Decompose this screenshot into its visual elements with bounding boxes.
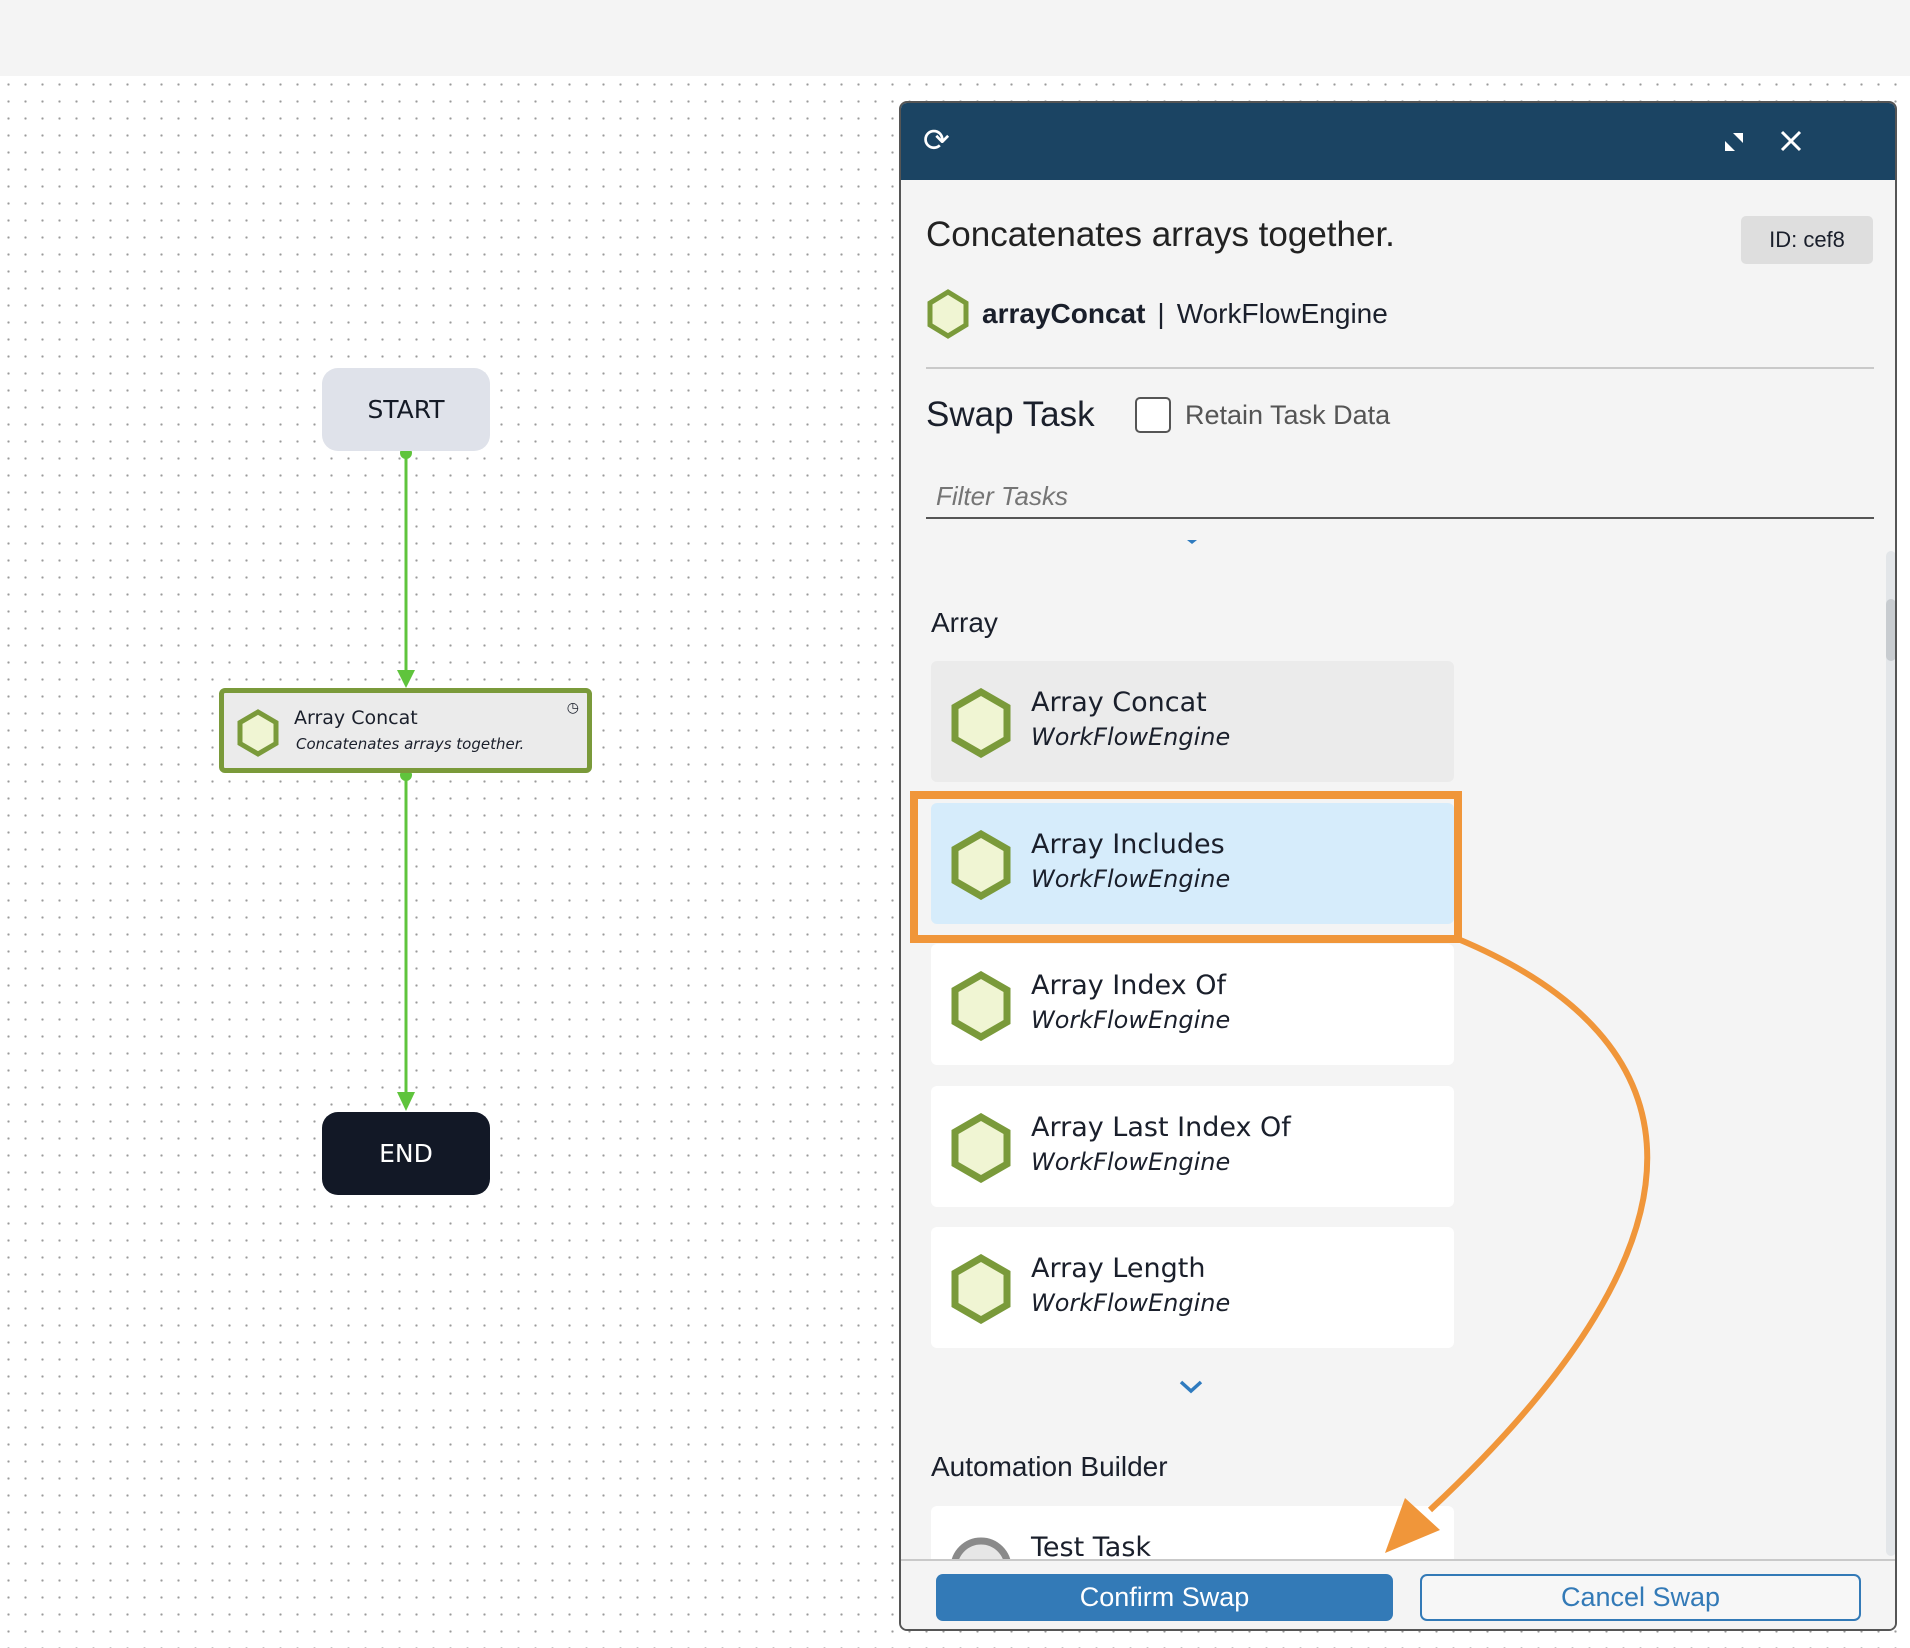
panel-title: Concatenates arrays together. [926, 215, 1395, 254]
hexagon-task-icon [951, 1113, 1011, 1183]
scroll-up-indicator-icon[interactable] [1186, 539, 1198, 545]
hexagon-task-icon [951, 971, 1011, 1041]
task-node-name: Array Concat [294, 707, 418, 729]
panel-footer: Confirm Swap Cancel Swap [901, 1559, 1895, 1629]
separator: | [1157, 298, 1165, 329]
task-list-item[interactable]: Array Concat WorkFlowEngine [931, 661, 1454, 782]
task-name: Array Includes [1031, 829, 1225, 860]
hexagon-task-icon [951, 830, 1011, 900]
task-app: WorkFlowEngine [1031, 865, 1231, 893]
task-list-item[interactable]: Array Length WorkFlowEngine [931, 1227, 1454, 1348]
task-list-item[interactable]: Array Last Index Of WorkFlowEngine [931, 1086, 1454, 1207]
retain-task-data-checkbox[interactable]: Retain Task Data [1135, 397, 1390, 433]
task-node-description: Concatenates arrays together. [296, 735, 525, 753]
refresh-icon[interactable]: ⟳ [923, 122, 950, 158]
start-node[interactable]: START [322, 368, 490, 451]
task-name: Array Length [1031, 1253, 1206, 1284]
retain-task-data-label: Retain Task Data [1185, 399, 1391, 430]
task-list-item-selected[interactable]: Array Includes WorkFlowEngine [931, 803, 1454, 924]
task-name: Array Last Index Of [1031, 1112, 1291, 1143]
task-details-panel: ⟳ Concatenates arrays together. ID: cef8… [899, 101, 1897, 1631]
task-identity: arrayConcat | WorkFlowEngine [926, 289, 1388, 339]
task-app: WorkFlowEngine [1031, 1289, 1231, 1317]
close-icon[interactable] [1779, 129, 1803, 153]
scrollbar-thumb[interactable] [1886, 599, 1895, 661]
show-more-chevron-down-icon[interactable] [1178, 1379, 1204, 1395]
checkbox[interactable] [1135, 397, 1171, 433]
task-list-item[interactable]: Array Index Of WorkFlowEngine [931, 944, 1454, 1065]
confirm-swap-button[interactable]: Confirm Swap [936, 1574, 1393, 1621]
clock-icon[interactable]: ◷ [566, 699, 579, 715]
section-heading-array: Array [931, 607, 998, 638]
task-name: Array Index Of [1031, 970, 1226, 1001]
end-node[interactable]: END [322, 1112, 490, 1195]
hexagon-task-icon [927, 289, 969, 339]
id-badge: ID: cef8 [1741, 216, 1873, 264]
connector-task-to-end [397, 770, 415, 1111]
task-name: Array Concat [1031, 687, 1207, 718]
task-method-name: arrayConcat [982, 298, 1146, 329]
hexagon-task-icon [951, 688, 1011, 758]
task-app: WorkFlowEngine [1031, 1006, 1231, 1034]
filter-tasks-input[interactable] [926, 475, 1874, 519]
scrollbar-track[interactable] [1886, 551, 1895, 1556]
panel-header: ⟳ [901, 103, 1895, 180]
hexagon-task-icon [951, 1254, 1011, 1324]
task-name: Test Task [1031, 1532, 1152, 1563]
connector-start-to-task [397, 448, 415, 688]
hexagon-task-icon [237, 709, 279, 757]
divider [926, 367, 1874, 369]
task-app-name: WorkFlowEngine [1176, 298, 1388, 329]
task-node-array-concat[interactable]: Array Concat Concatenates arrays togethe… [219, 688, 592, 773]
task-app: WorkFlowEngine [1031, 723, 1231, 751]
swap-task-heading: Swap Task [926, 395, 1095, 434]
top-bar [0, 0, 1910, 76]
expand-icon[interactable] [1723, 131, 1745, 153]
task-app: WorkFlowEngine [1031, 1148, 1231, 1176]
cancel-swap-button[interactable]: Cancel Swap [1420, 1574, 1861, 1621]
section-heading-automation-builder: Automation Builder [931, 1451, 1168, 1482]
